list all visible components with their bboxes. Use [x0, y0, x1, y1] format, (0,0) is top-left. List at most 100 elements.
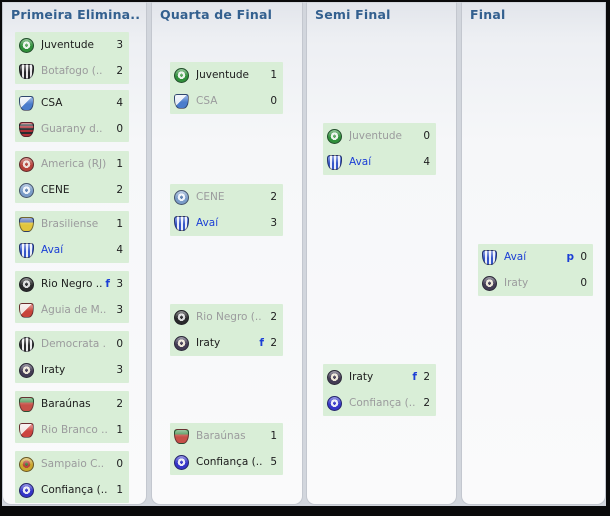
match-row[interactable]: Avaí 4	[15, 237, 129, 263]
match-box[interactable]: CENE 2 Avaí 3	[170, 184, 283, 236]
team-score: 3	[116, 304, 123, 316]
round-column-quarta-de-final: Quarta de Final Juventude 1 CSA 0 CENE 2	[151, 2, 303, 505]
team-score: 2	[116, 184, 123, 196]
result-marker: f	[259, 337, 264, 349]
match-row[interactable]: CENE 2	[15, 177, 129, 203]
iraty-crest-icon	[174, 335, 189, 351]
guarany-crest-icon	[19, 121, 34, 137]
team-score: 0	[270, 95, 277, 107]
bracket-stage: Primeira Elimina.. Juventude 3 Botafogo …	[2, 2, 606, 506]
match-box[interactable]: Baraúnas 2 Rio Branco .. 1	[15, 391, 129, 443]
team-name: Baraúnas	[41, 398, 91, 410]
team-name: CSA	[41, 97, 63, 109]
cene-crest-icon	[19, 182, 34, 198]
match-row[interactable]: Botafogo (.. 2	[15, 58, 129, 84]
team-name: CENE	[196, 191, 225, 203]
team-score: 1	[270, 430, 277, 442]
match-row[interactable]: Águia de M.. 3	[15, 297, 129, 323]
match-row[interactable]: Sampaio C.. 0	[15, 451, 129, 477]
team-score: 0	[116, 123, 123, 135]
sampaio-correa-crest-icon	[19, 456, 34, 472]
democrata-crest-icon	[19, 336, 34, 352]
match-box[interactable]: Rio Negro (.. 2 Iraty f 2	[170, 304, 283, 356]
juventude-crest-icon	[327, 128, 342, 144]
avai-crest-icon	[327, 154, 342, 170]
match-row[interactable]: Baraúnas 1	[170, 423, 283, 449]
team-name: Avaí	[41, 244, 64, 256]
match-box[interactable]: Rio Negro .. f 3 Águia de M.. 3	[15, 271, 129, 323]
match-row[interactable]: Avaí 3	[170, 210, 283, 236]
team-score: 3	[270, 217, 277, 229]
match-row[interactable]: Brasiliense 1	[15, 211, 129, 237]
match-row[interactable]: Juventude 1	[170, 62, 283, 88]
match-row[interactable]: Baraúnas 2	[15, 391, 129, 417]
match-box[interactable]: Brasiliense 1 Avaí 4	[15, 211, 129, 263]
match-box[interactable]: America (RJ) 1 CENE 2	[15, 151, 129, 203]
csa-crest-icon	[19, 95, 34, 111]
juventude-crest-icon	[174, 67, 189, 83]
match-row[interactable]: Confiança (.. 2	[323, 390, 436, 416]
team-score: 0	[116, 338, 123, 350]
team-name: Juventude	[196, 69, 249, 81]
confianca-crest-icon	[327, 395, 342, 411]
match-row[interactable]: Juventude 3	[15, 32, 129, 58]
result-marker: f	[412, 371, 417, 383]
round-column-final: Final Avaí p 0 Iraty 0	[461, 2, 606, 505]
match-box[interactable]: CSA 4 Guarany d.. 0	[15, 90, 129, 142]
match-row[interactable]: Iraty 0	[478, 270, 593, 296]
avai-crest-icon	[174, 215, 189, 231]
team-score: 2	[423, 371, 430, 383]
rio-negro-crest-icon	[174, 309, 189, 325]
team-score: 3	[116, 364, 123, 376]
iraty-crest-icon	[327, 369, 342, 385]
iraty-crest-icon	[19, 362, 34, 378]
team-name: Confiança (..	[196, 456, 263, 468]
match-box[interactable]: Baraúnas 1 Confiança (.. 5	[170, 423, 283, 475]
match-row[interactable]: Rio Negro (.. 2	[170, 304, 283, 330]
team-score: 4	[116, 97, 123, 109]
match-row[interactable]: Avaí 4	[323, 149, 436, 175]
team-name: Avaí	[196, 217, 219, 229]
match-row[interactable]: Confiança (.. 5	[170, 449, 283, 475]
baraunas-crest-icon	[19, 396, 34, 412]
avai-crest-icon	[482, 249, 497, 265]
match-row[interactable]: Rio Branco .. 1	[15, 417, 129, 443]
match-row[interactable]: CSA 4	[15, 90, 129, 116]
team-score: 1	[116, 218, 123, 230]
match-row[interactable]: Democrata . 0	[15, 331, 129, 357]
confianca-crest-icon	[174, 454, 189, 470]
botafogo-crest-icon	[19, 63, 34, 79]
team-name: Juventude	[41, 39, 94, 51]
match-box[interactable]: Sampaio C.. 0 Confiança (.. 1	[15, 451, 129, 503]
team-name: Brasiliense	[41, 218, 99, 230]
match-row[interactable]: Iraty 3	[15, 357, 129, 383]
match-box[interactable]: Juventude 0 Avaí 4	[323, 123, 436, 175]
team-score: 3	[116, 39, 123, 51]
match-box[interactable]: Avaí p 0 Iraty 0	[478, 244, 593, 296]
match-box[interactable]: Democrata . 0 Iraty 3	[15, 331, 129, 383]
match-box[interactable]: Juventude 3 Botafogo (.. 2	[15, 32, 129, 84]
team-name: America (RJ)	[41, 158, 107, 170]
team-score: 2	[270, 311, 277, 323]
match-row[interactable]: Avaí p 0	[478, 244, 593, 270]
team-name: Confiança (..	[41, 484, 108, 496]
match-row[interactable]: Juventude 0	[323, 123, 436, 149]
match-row[interactable]: CSA 0	[170, 88, 283, 114]
match-row[interactable]: Guarany d.. 0	[15, 116, 129, 142]
match-box[interactable]: Iraty f 2 Confiança (.. 2	[323, 364, 436, 416]
match-row[interactable]: Iraty f 2	[323, 364, 436, 390]
iraty-crest-icon	[482, 275, 497, 291]
team-score: 2	[116, 65, 123, 77]
match-box[interactable]: Juventude 1 CSA 0	[170, 62, 283, 114]
match-row[interactable]: Confiança (.. 1	[15, 477, 129, 503]
result-marker: p	[566, 251, 574, 263]
match-row[interactable]: America (RJ) 1	[15, 151, 129, 177]
team-score: 2	[270, 191, 277, 203]
team-name: Rio Negro (..	[196, 311, 262, 323]
team-score: 0	[116, 458, 123, 470]
team-name: Rio Branco ..	[41, 424, 108, 436]
match-row[interactable]: CENE 2	[170, 184, 283, 210]
match-row[interactable]: Rio Negro .. f 3	[15, 271, 129, 297]
match-row[interactable]: Iraty f 2	[170, 330, 283, 356]
team-name: CSA	[196, 95, 218, 107]
